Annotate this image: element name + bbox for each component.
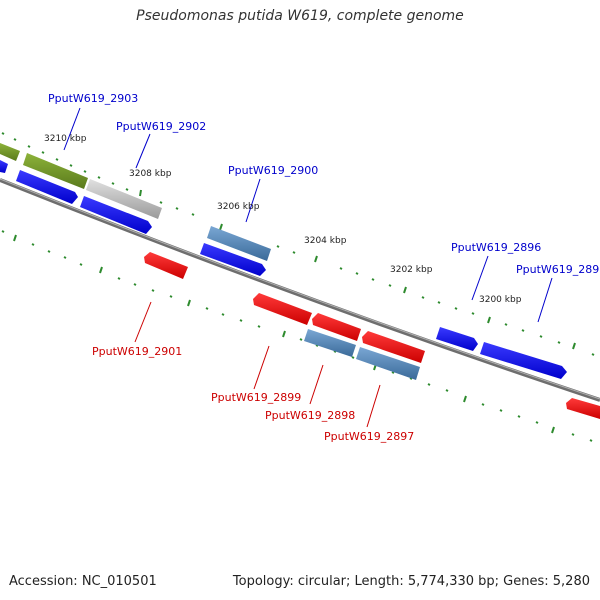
- gene-steel-2897[interactable]: [356, 347, 420, 380]
- genome-summary-text: Topology: circular; Length: 5,774,330 bp…: [232, 574, 590, 589]
- gene-red-2901[interactable]: [144, 252, 188, 279]
- gene-label-2899[interactable]: PputW619_2899: [211, 391, 301, 404]
- tick-label-3204: 3204 kbp: [304, 236, 347, 246]
- gene-blue-2900[interactable]: [200, 243, 266, 276]
- gene-label-2897[interactable]: PputW619_2897: [324, 430, 414, 443]
- gene-olive-2[interactable]: [23, 153, 88, 189]
- accession-text: Accession: NC_010501: [9, 574, 157, 589]
- leader-lines-forward: [63, 107, 553, 323]
- gene-blue-2895[interactable]: [480, 342, 567, 379]
- gene-label-2902[interactable]: PputW619_2902: [116, 120, 206, 133]
- genome-backbone: [0, 178, 600, 402]
- gene-red-2897[interactable]: [362, 331, 425, 363]
- gene-label-2896[interactable]: PputW619_2896: [451, 241, 541, 254]
- gene-blue-edge[interactable]: [0, 160, 8, 173]
- gene-blue-2903[interactable]: [16, 170, 78, 204]
- map-title: Pseudomonas putida W619, complete genome: [136, 8, 464, 24]
- gene-red-2898-a[interactable]: [312, 313, 361, 341]
- gene-label-2900[interactable]: PputW619_2900: [228, 164, 318, 177]
- outer-tick-ring: [1, 132, 595, 356]
- gene-blue-2902[interactable]: [80, 196, 152, 234]
- gene-steel-2900[interactable]: [207, 226, 271, 261]
- gene-olive-1[interactable]: [0, 143, 20, 161]
- gene-label-2903[interactable]: PputW619_2903: [48, 92, 138, 105]
- leader-lines-reverse: [134, 301, 381, 428]
- tick-label-3202: 3202 kbp: [390, 265, 433, 275]
- gene-label-2895[interactable]: PputW619_2895: [516, 263, 600, 276]
- gene-red-edge[interactable]: [566, 398, 600, 419]
- gene-red-2899[interactable]: [253, 293, 312, 325]
- gene-blue-2896[interactable]: [436, 327, 478, 351]
- tick-label-3206: 3206 kbp: [217, 202, 260, 212]
- gene-steel-2898[interactable]: [304, 329, 356, 357]
- tick-label-3210: 3210 kbp: [44, 134, 87, 144]
- gene-gray-2902[interactable]: [86, 179, 162, 219]
- gene-label-2901[interactable]: PputW619_2901: [92, 345, 182, 358]
- tick-label-3208: 3208 kbp: [129, 169, 172, 179]
- gene-label-2898[interactable]: PputW619_2898: [265, 409, 355, 422]
- tick-label-3200: 3200 kbp: [479, 295, 522, 305]
- inner-tick-ring: [1, 230, 593, 442]
